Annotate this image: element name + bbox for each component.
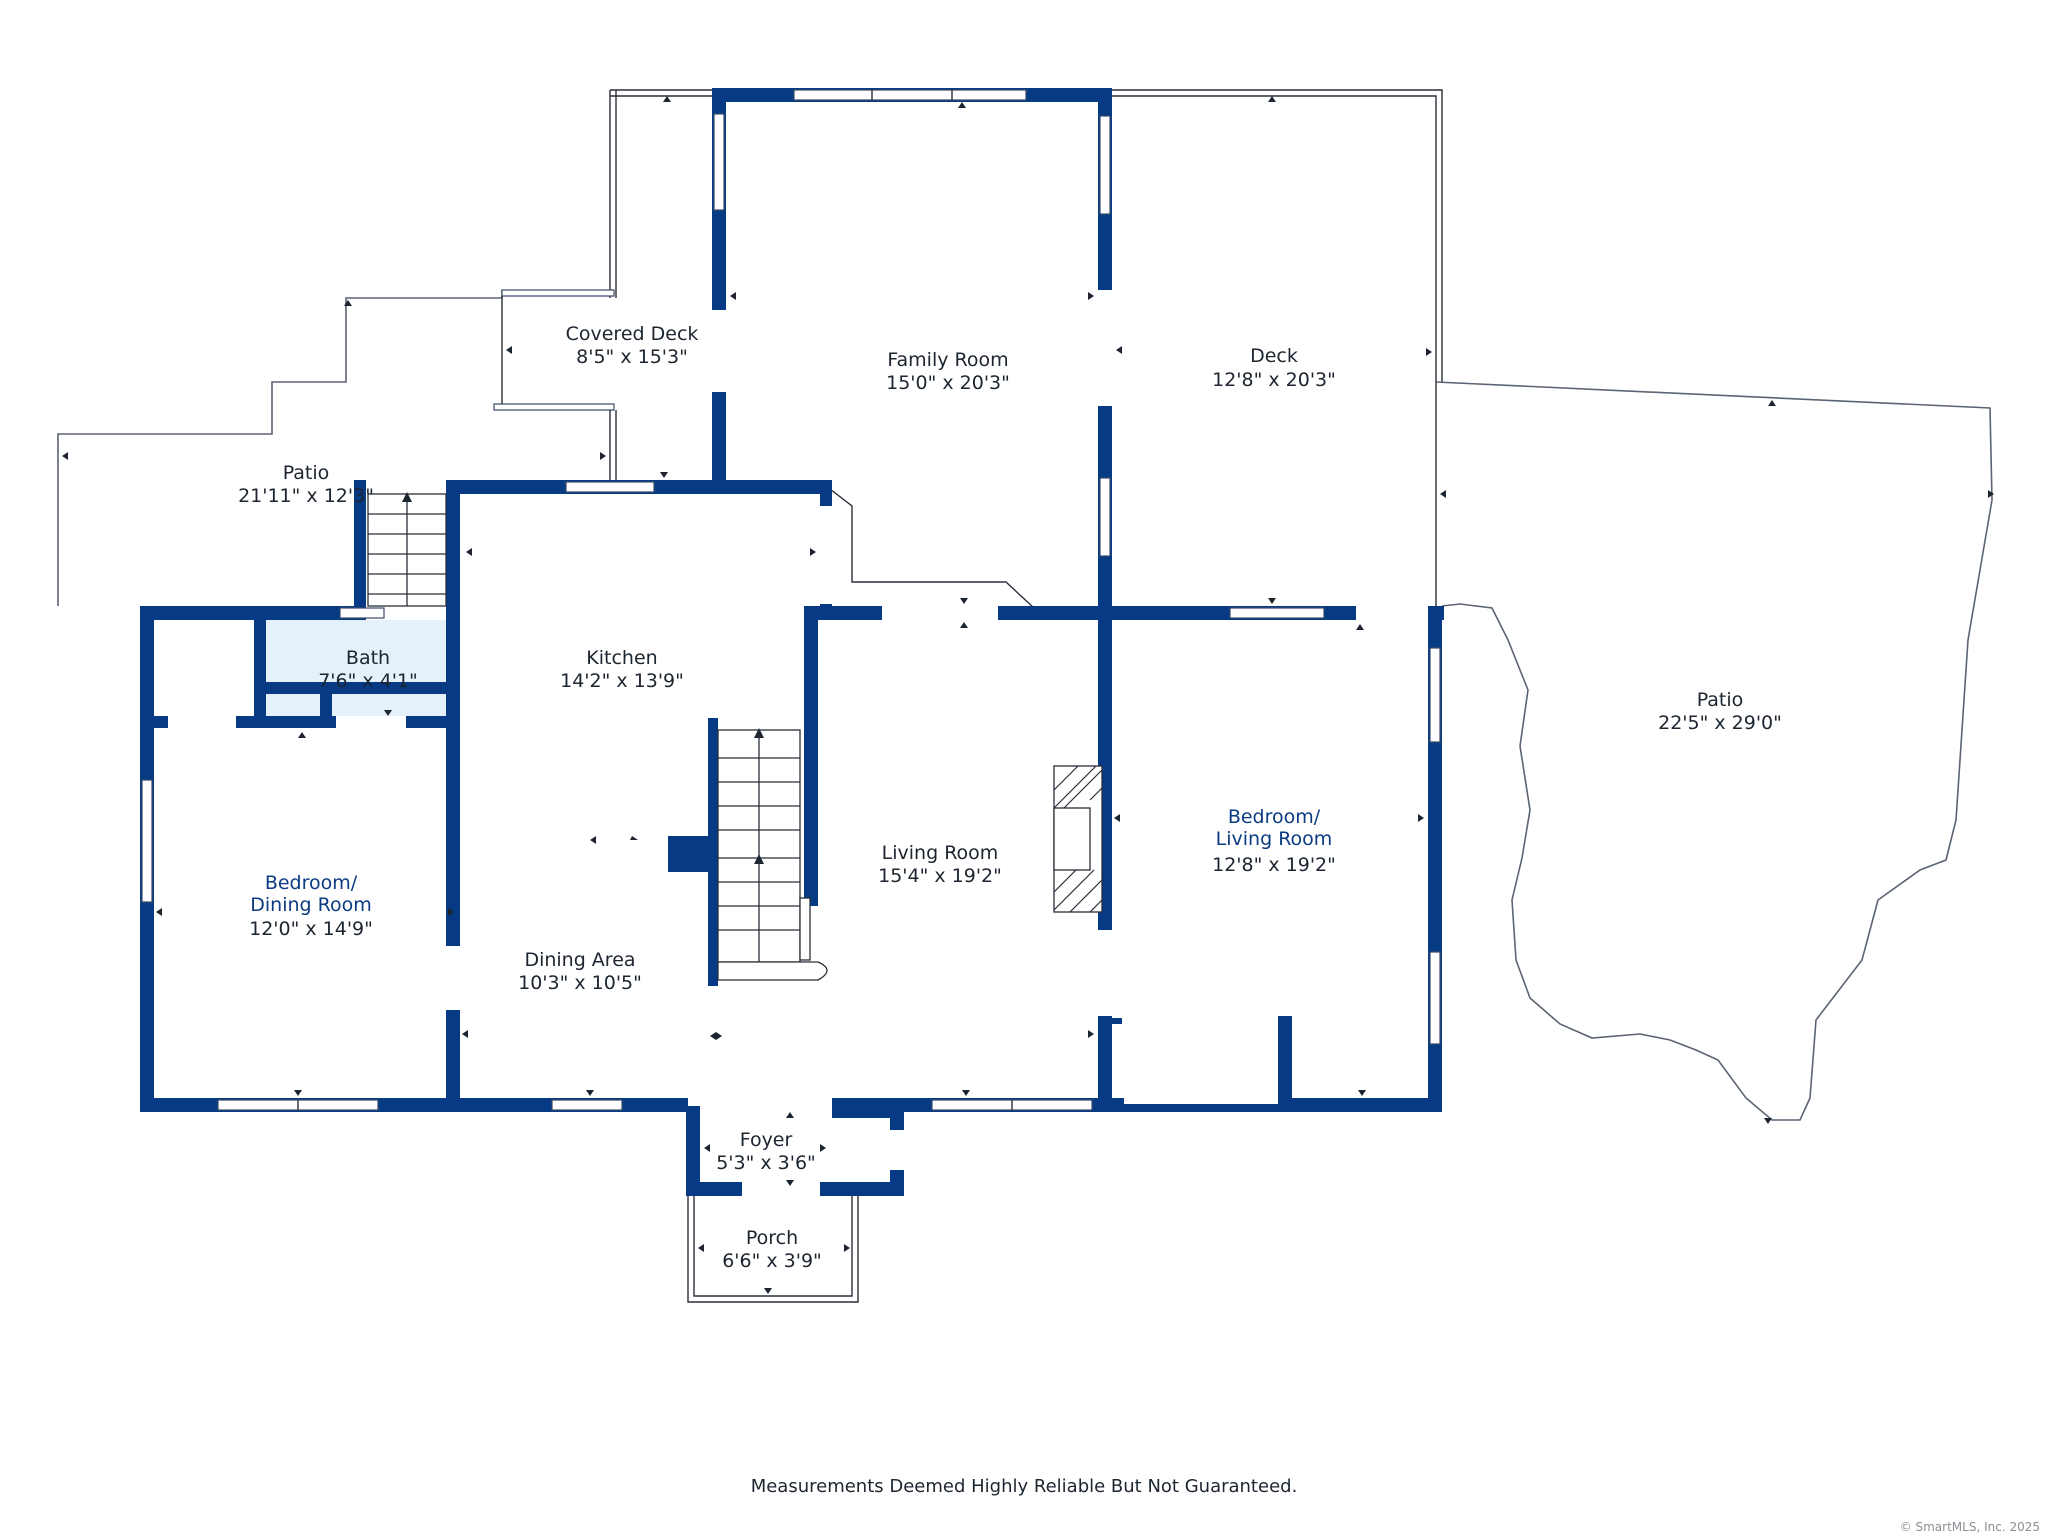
window (1229, 607, 1325, 619)
room-dims-porch: 6'6" x 3'9" (722, 1250, 822, 1272)
opening (882, 606, 998, 620)
room-dims-living-room: 15'4" x 19'2" (878, 865, 1002, 887)
covered-deck-post (609, 410, 617, 480)
wall (686, 1182, 742, 1196)
room-name-dining-area: Dining Area (524, 949, 635, 971)
room-name-bedroom-dining-1: Bedroom/ (265, 872, 358, 894)
window (793, 89, 1027, 101)
wall (1278, 1016, 1292, 1106)
room-dims-foyer: 5'3" x 3'6" (716, 1152, 816, 1174)
covered-deck-rail (501, 289, 615, 297)
copyright-notice: © SmartMLS, Inc. 2025 (1899, 1520, 2040, 1534)
wall (320, 682, 332, 728)
wall (804, 606, 818, 906)
opening (820, 506, 832, 604)
covered-deck-outline (609, 89, 714, 298)
room-dims-bedroom-living: 12'8" x 19'2" (1212, 854, 1336, 876)
window (141, 779, 153, 903)
window (565, 481, 655, 493)
opening (1356, 606, 1428, 620)
patio-right-outline (1435, 381, 1993, 1121)
room-name-patio-left: Patio (283, 462, 330, 484)
room-dims-kitchen: 14'2" x 13'9" (560, 670, 684, 692)
opening (712, 310, 726, 392)
wall (254, 606, 266, 728)
wall (668, 836, 710, 872)
room-name-living-room: Living Room (882, 842, 999, 864)
deck-outline (1112, 89, 1443, 606)
room-dims-bedroom-dining: 12'0" x 14'9" (249, 918, 373, 940)
room-dims-patio-left: 21'11" x 12'3" (238, 485, 374, 507)
window (1099, 115, 1111, 215)
opening (366, 606, 446, 620)
room-name-bedroom-living-1: Bedroom/ (1228, 806, 1321, 828)
porch-outline (687, 1192, 859, 1303)
opening (168, 716, 236, 728)
opening (700, 1098, 832, 1112)
room-name-porch: Porch (746, 1227, 798, 1249)
wall (354, 480, 366, 606)
stairs-main (717, 728, 828, 981)
window (1429, 647, 1441, 743)
room-name-foyer: Foyer (740, 1129, 793, 1151)
fireplace (1053, 765, 1103, 913)
room-name-bedroom-dining-2: Dining Room (250, 894, 371, 916)
room-name-bedroom-living-2: Living Room (1216, 828, 1333, 850)
room-name-deck: Deck (1250, 345, 1298, 367)
room-dims-bath: 7'6" x 4'1" (318, 670, 418, 692)
room-name-bath: Bath (346, 647, 390, 669)
room-name-family-room: Family Room (887, 349, 1008, 371)
wall (446, 480, 460, 1106)
room-name-kitchen: Kitchen (586, 647, 657, 669)
opening (336, 716, 406, 728)
window (1099, 477, 1111, 557)
room-dims-patio-right: 22'5" x 29'0" (1658, 712, 1782, 734)
wall (686, 1106, 700, 1196)
opening (1098, 930, 1112, 1016)
window (551, 1099, 623, 1111)
opening (1098, 290, 1112, 406)
room-name-covered-deck: Covered Deck (566, 323, 699, 345)
window (1429, 951, 1441, 1045)
opening (890, 1130, 904, 1170)
wall (1112, 1018, 1122, 1024)
dimension-markers (62, 96, 1994, 1294)
covered-deck-rail-2 (493, 403, 615, 411)
room-dims-covered-deck: 8'5" x 15'3" (576, 346, 688, 368)
wall (254, 682, 454, 694)
room-name-patio-right: Patio (1697, 689, 1744, 711)
measurement-disclaimer: Measurements Deemed Highly Reliable But … (750, 1476, 1298, 1497)
stairs-patio (367, 492, 447, 607)
window (339, 607, 385, 619)
room-dims-deck: 12'8" x 20'3" (1212, 369, 1336, 391)
opening (1124, 1024, 1278, 1104)
opening (742, 1182, 820, 1196)
bath-floor (264, 618, 454, 718)
patio-left-outline (57, 290, 503, 606)
room-dims-family-room: 15'0" x 20'3" (886, 372, 1010, 394)
wall (820, 1182, 904, 1196)
wall (832, 1106, 904, 1118)
wall (708, 718, 718, 986)
room-dims-dining-area: 10'3" x 10'5" (518, 972, 642, 994)
opening (446, 946, 460, 1010)
window (713, 113, 725, 211)
kitchen-angle-line (825, 485, 1035, 609)
